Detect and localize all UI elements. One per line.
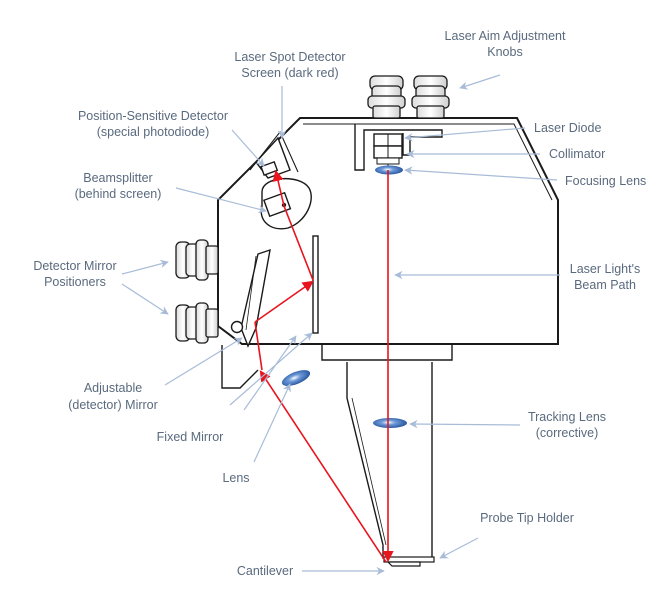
label-beam-path-2: Beam Path	[574, 278, 636, 292]
detector-mirror-knobs	[175, 239, 219, 344]
leader-fixed-mirror-a	[229, 332, 313, 406]
label-spot-screen-2: Screen (dark red)	[241, 66, 338, 80]
probe-tip-holder-part	[383, 556, 435, 567]
probe-tube-outline	[346, 362, 433, 559]
housing	[217, 117, 559, 389]
detector-mirror-knob-lower	[175, 302, 219, 344]
leader-laser-aim	[459, 74, 501, 90]
label-cantilever: Cantilever	[237, 564, 293, 578]
label-tracking-lens-1: Tracking Lens	[528, 410, 606, 424]
beamsplitter-assembly	[260, 177, 312, 230]
label-psd-1: Position-Sensitive Detector	[78, 109, 228, 123]
detector-screen-assembly	[249, 130, 299, 179]
housing-lower-step	[221, 345, 259, 389]
laser-aim-knob-left	[367, 75, 406, 119]
beam-to-fixed-mirror	[254, 280, 314, 323]
focusing-lens-part	[375, 165, 403, 175]
leader-adjustable-mirror	[164, 337, 243, 386]
leader-lines	[121, 74, 560, 576]
leader-fixed-mirror-b	[243, 335, 297, 411]
label-psd-2: (special photodiode)	[97, 125, 210, 139]
cantilever-part	[386, 561, 421, 567]
leader-probe-tip-holder	[439, 537, 479, 559]
beam-reflect-up	[259, 370, 387, 563]
label-tracking-lens-2: (corrective)	[536, 426, 599, 440]
beam-to-adjustable-mirror	[254, 321, 263, 371]
label-lens: Lens	[222, 471, 249, 485]
leader-lens	[253, 383, 291, 463]
label-laser-diode: Laser Diode	[534, 121, 601, 135]
housing-collar	[321, 344, 453, 361]
laser-diode-assembly	[354, 124, 443, 171]
leader-beamsplitter	[175, 187, 267, 214]
fixed-mirror-part	[312, 235, 319, 334]
housing-inner-edge	[303, 123, 553, 201]
probe-tube	[346, 362, 433, 559]
label-focusing-lens: Focusing Lens	[565, 174, 646, 188]
leader-det-mirror-upper	[121, 259, 169, 275]
label-adj-mirror-2: (detector) Mirror	[68, 398, 158, 412]
label-spot-screen-1: Laser Spot Detector	[234, 50, 345, 64]
label-collimator: Collimator	[549, 147, 605, 161]
lens-part	[281, 370, 311, 386]
housing-main-body	[217, 117, 559, 345]
laser-beam-path	[254, 169, 394, 563]
label-det-mirror-pos-1: Detector Mirror	[33, 259, 116, 273]
label-adj-mirror-1: Adjustable	[84, 381, 142, 395]
tracking-lens-part	[373, 418, 407, 428]
beamsplitter-cube	[263, 191, 292, 218]
label-beamsplitter-2: (behind screen)	[75, 187, 162, 201]
probe-tip-holder-plate	[383, 556, 435, 563]
label-beamsplitter-1: Beamsplitter	[83, 171, 152, 185]
leader-focusing-lens	[404, 166, 558, 181]
label-probe-tip-holder: Probe Tip Holder	[480, 511, 574, 525]
leader-det-mirror-lower	[121, 283, 169, 315]
label-det-mirror-pos-2: Positioners	[44, 275, 106, 289]
laser-aim-knobs	[367, 75, 450, 119]
label-laser-aim-2: Knobs	[487, 45, 522, 59]
laser-aim-knob-right	[411, 75, 450, 119]
leader-psd	[231, 129, 265, 167]
beam-to-detector	[272, 169, 285, 207]
label-beam-path-1: Laser Light's	[570, 262, 640, 276]
probe-tube-inner-edge	[351, 397, 387, 546]
labels: Laser Aim Adjustment Knobs Laser Spot De…	[33, 29, 646, 578]
label-fixed-mirror: Fixed Mirror	[157, 430, 224, 444]
leader-laser-diode	[404, 127, 526, 142]
beam-to-beamsplitter	[283, 205, 314, 281]
label-laser-aim-1: Laser Aim Adjustment	[445, 29, 566, 43]
detector-mirror-knob-upper	[175, 239, 219, 281]
adjustable-mirror-part	[230, 248, 271, 348]
leader-tracking-lens	[409, 419, 521, 429]
